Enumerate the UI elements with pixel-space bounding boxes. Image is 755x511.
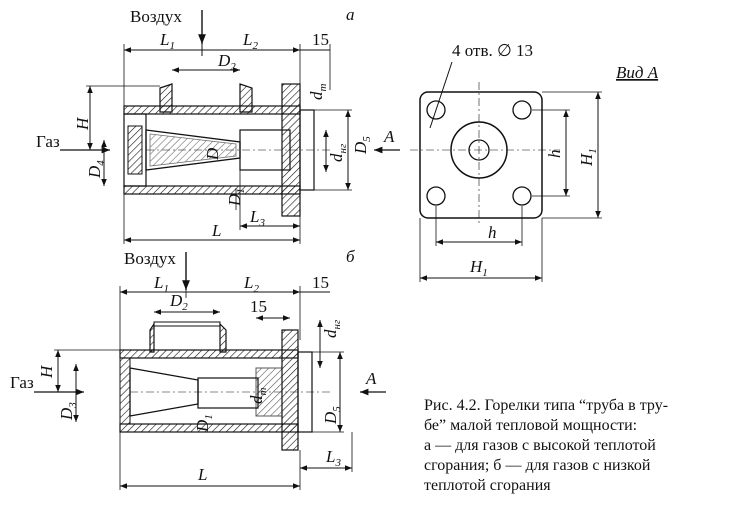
view-arrow-a: А [383, 127, 395, 146]
flange-plate [419, 91, 543, 219]
holes-label: 4 отв. ∅ 13 [452, 41, 533, 60]
dim-dT-a: dт [307, 84, 329, 101]
dim-H1-bottom: H1 [469, 257, 488, 279]
dim-D1-a: D1 [225, 188, 247, 207]
dim-L3-b: L3 [325, 447, 341, 469]
panel-letter-b: б [346, 247, 355, 266]
dim-D5-a: D5 [351, 136, 373, 155]
dim-L1-b: L1 [153, 273, 169, 295]
dim-D4-a: D4 [85, 160, 107, 179]
dim-L2-b: L2 [243, 273, 259, 295]
view-arrow-b: А [365, 369, 377, 388]
dim-L-b: L [197, 465, 207, 484]
dim-L2-a: L2 [242, 30, 258, 52]
dim-L3-a: L3 [249, 207, 265, 229]
figure-a: Воздух а L1 L2 15 D2 Газ [36, 5, 400, 244]
dim-15-a: 15 [312, 30, 329, 49]
dim-D1-b: D1 [193, 414, 215, 433]
figure-caption: Рис. 4.2. Горелки типа “труба в тру- бе”… [424, 396, 749, 496]
view-a-title: Вид А [616, 63, 659, 82]
dim-H-b: H [37, 364, 56, 379]
gas-label-b: Газ [10, 373, 34, 392]
air-label-b: Воздух [124, 249, 176, 268]
caption-line-4: сгорания; б — для газов с низкой [424, 457, 651, 474]
dim-15-inner-b: 15 [250, 297, 267, 316]
dim-D5-b: D5 [321, 406, 343, 425]
dim-h-bottom: h [488, 223, 497, 242]
air-label-a: Воздух [130, 7, 182, 26]
dim-L1-a: L1 [159, 30, 175, 52]
gas-label-a: Газ [36, 132, 60, 151]
view-a: Вид А 4 отв. ∅ 13 h H1 h H1 [410, 41, 659, 282]
dim-15-top-b: 15 [312, 273, 329, 292]
dim-dT-b: dт [247, 388, 269, 405]
dim-H1-right: H1 [577, 148, 599, 167]
dim-D2-b: D2 [169, 291, 188, 313]
dim-L-a: L [211, 221, 221, 240]
figure-b: Воздух б L1 L2 15 D2 15 Газ А [10, 247, 386, 490]
dim-dNG-b: dнг [321, 319, 343, 338]
dim-D3-b: D3 [57, 402, 79, 421]
panel-letter-a: а [346, 5, 355, 24]
dim-dNG-a: dнг [327, 143, 349, 162]
dim-h-right: h [545, 150, 564, 159]
caption-line-2: бе” малой тепловой мощности: [424, 417, 638, 434]
caption-line-3: а — для газов с высокой теплотой [424, 437, 656, 454]
dim-D-a: D [203, 147, 222, 161]
dim-D2-a: D2 [217, 51, 236, 73]
caption-line-1: Рис. 4.2. Горелки типа “труба в тру- [424, 397, 669, 414]
caption-line-5: теплотой сгорания [424, 477, 551, 494]
dim-H-a: H [73, 116, 92, 131]
